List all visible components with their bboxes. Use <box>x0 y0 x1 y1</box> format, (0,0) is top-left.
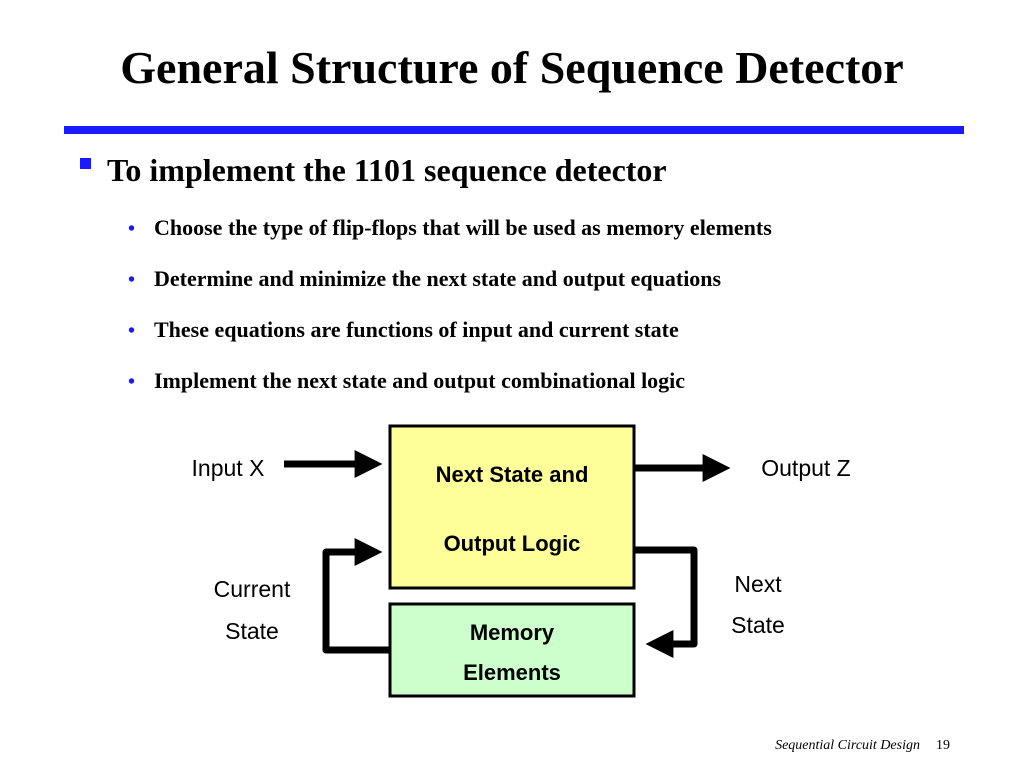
slide-footer: Sequential Circuit Design 19 <box>700 737 950 755</box>
footer-text: Sequential Circuit Design <box>775 738 920 753</box>
sub-bullet: • Determine and minimize the next state a… <box>128 260 772 311</box>
current-state-label-line2: State <box>225 618 279 644</box>
input-label: Input X <box>192 455 265 481</box>
next-state-arrow <box>634 546 698 658</box>
dot-bullet-icon: • <box>128 269 136 291</box>
sub-bullet-text: These equations are functions of input a… <box>154 317 679 342</box>
dot-bullet-icon: • <box>128 218 136 240</box>
memory-block-label-line1: Memory <box>470 620 555 645</box>
main-bullet: To implement the 1101 sequence detector <box>80 148 667 192</box>
slide-title: General Structure of Sequence Detector <box>120 42 904 93</box>
next-state-label-line2: State <box>731 612 785 638</box>
page-number: 19 <box>936 738 950 753</box>
sub-bullet: • Choose the type of flip-flops that will… <box>128 209 772 260</box>
dot-bullet-icon: • <box>128 320 136 342</box>
sub-bullet-text: Determine and minimize the next state an… <box>154 266 722 291</box>
logic-block <box>388 424 636 590</box>
title-divider <box>64 126 964 134</box>
current-state-label-line1: Current <box>214 576 291 602</box>
square-bullet-icon <box>80 158 91 170</box>
dot-bullet-icon: • <box>128 371 136 393</box>
main-bullet-text: To implement the 1101 sequence detector <box>107 152 667 188</box>
sub-bullet-text: Choose the type of flip-flops that will … <box>154 215 772 240</box>
logic-block-label-line1: Next State and <box>436 462 589 487</box>
sub-bullet-list: • Choose the type of flip-flops that will… <box>128 209 772 413</box>
sub-bullet: • Implement the next state and output com… <box>128 362 772 413</box>
sub-bullet-text: Implement the next state and output comb… <box>154 368 686 393</box>
sub-bullet: • These equations are functions of input … <box>128 311 772 362</box>
next-state-label-line1: Next <box>734 571 782 597</box>
current-state-arrow <box>322 538 390 654</box>
logic-block-label-line2: Output Logic <box>444 531 581 556</box>
memory-block-label-line2: Elements <box>463 660 561 685</box>
output-label: Output Z <box>761 455 850 481</box>
